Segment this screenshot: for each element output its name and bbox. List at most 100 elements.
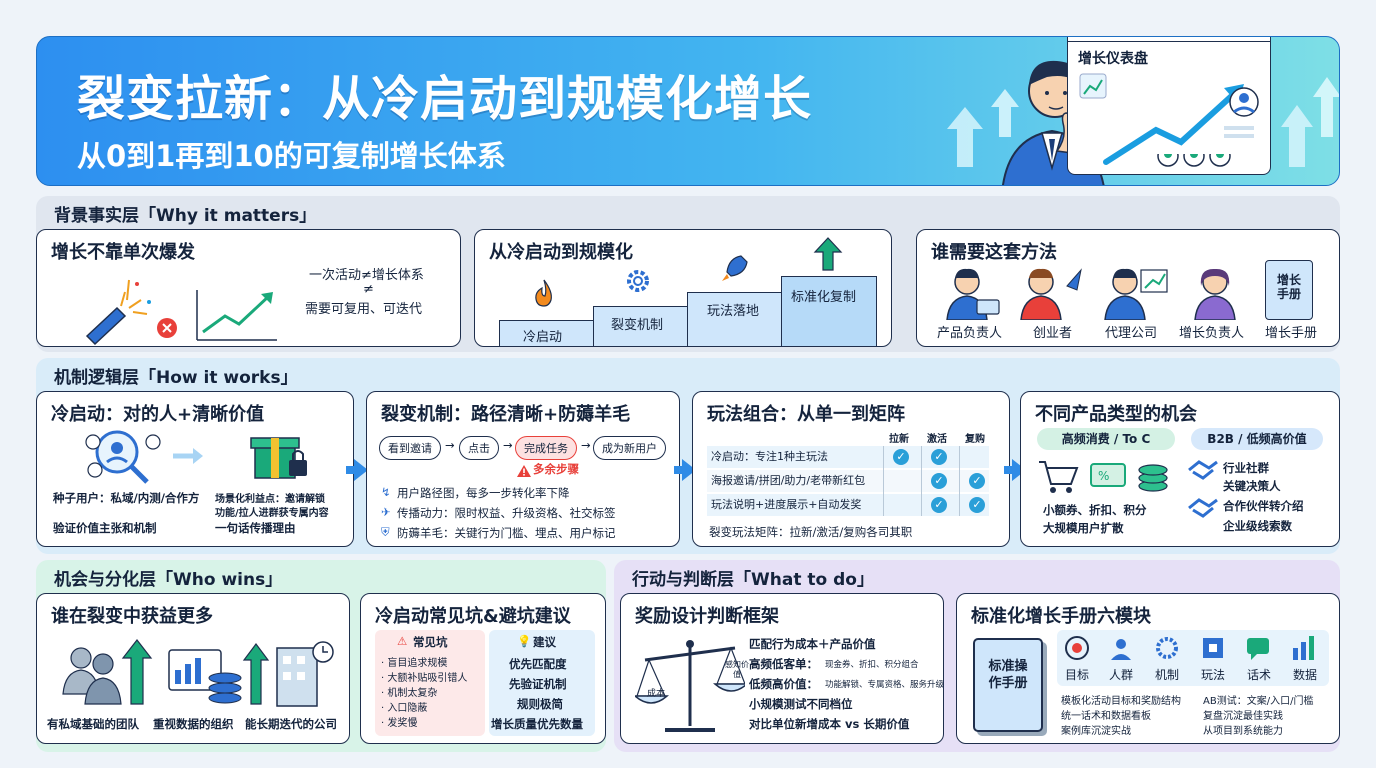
b2b-line-4: 企业级线索数 <box>1223 519 1292 533</box>
why-line-3: 需要可复用、可迭代 <box>305 302 423 317</box>
reward-line-2b: 现金券、折扣、积分组合 <box>825 660 919 670</box>
role-2: 创业者 <box>1033 326 1073 341</box>
card-cold-to-scale: 从冷启动到规模化 冷启动 裂变机制 玩法落地 标准化复制 <box>474 229 892 347</box>
step-2: 裂变机制 <box>611 318 664 333</box>
growth-lead-icon <box>1194 268 1236 320</box>
card-fission-mechanism: 裂变机制：路径清晰+防薅羊毛 看到邀请 → 点击 → 完成任务 → 成为新用户 … <box>366 391 680 547</box>
founder-icon <box>1020 268 1082 320</box>
gift-lock-icon <box>250 437 307 479</box>
playbook-book-icon: 标准操作手册 <box>973 638 1043 732</box>
beneficiaries-icon <box>62 639 334 707</box>
module-audience: 人群 <box>1109 668 1134 682</box>
why-line-1: 一次活动≠增长体系 <box>309 268 424 283</box>
growth-dashboard: 增长仪表盘 <box>1067 37 1271 175</box>
card-title: 从冷启动到规模化 <box>489 242 633 263</box>
toc-line-2: 大规模用户扩散 <box>1043 521 1124 535</box>
pit-item: · 盲目追求规模 <box>381 658 448 669</box>
card-who-needs: 谁需要这套方法 增长手册 产品负责人 创业者 代理公司 增长负责人 增长手册 <box>916 229 1340 347</box>
growth-arrows-icon <box>947 89 1019 167</box>
flow-arrow-icon <box>354 459 368 481</box>
step-4: 标准化复制 <box>791 290 857 305</box>
module-mechanism: 机制 <box>1155 668 1180 682</box>
lightbulb-icon: 💡 <box>517 634 532 648</box>
band-how-label: 机制逻辑层「How it works」 <box>54 368 298 388</box>
reward-line-4: 小规模测试不同档位 <box>749 697 853 711</box>
playbook-left-3: 案例库沉淀实战 <box>1061 726 1131 737</box>
tag-b2b: B2B / 低频高价值 <box>1191 428 1323 450</box>
dashboard-chart-icon <box>1079 73 1259 165</box>
scale-left-label: 成本 <box>647 689 666 699</box>
card-title: 谁在裂变中获益更多 <box>51 606 213 627</box>
growth-arrows-right-icon <box>1281 77 1339 167</box>
cold-validate: 验证价值主张和机制 <box>53 521 157 535</box>
benefit-label-2: 重视数据的组织 <box>153 717 234 731</box>
agency-icon <box>1104 268 1168 320</box>
reward-line-5: 对比单位新增成本 vs 长期价值 <box>749 717 910 731</box>
tip-item: 规则极简 <box>517 697 563 711</box>
module-script: 话术 <box>1247 668 1272 682</box>
step-1: 冷启动 <box>523 330 563 345</box>
module-data: 数据 <box>1293 668 1318 682</box>
role-3: 代理公司 <box>1105 326 1158 341</box>
pit-title: 常见坑 <box>413 635 448 649</box>
path-icon: ↯ <box>381 485 391 499</box>
warning-icon: ⚠ <box>397 634 408 648</box>
band-who-label: 机会与分化层「Who wins」 <box>54 570 283 590</box>
card-growth-not-burst: 增长不靠单次爆发 一次活动≠增长体系 ≠ 需要可复用、可迭代 <box>36 229 461 347</box>
reward-line-3b: 功能解锁、专属资格、服务升级 <box>825 680 944 690</box>
role-4: 增长负责人 <box>1179 326 1245 341</box>
playbook-right-1: AB测试：文案/入口/门槛 <box>1203 696 1314 707</box>
card-reward-framework: 奖励设计判断框架 成本 感知价值 匹配行为成本＋产品价值 高频低客单： 现金券、… <box>620 593 944 744</box>
magnifier-users-icon <box>85 430 203 484</box>
product-lead-icon <box>946 268 1000 320</box>
col-repurchase: 复购 <box>965 434 985 445</box>
warning-text: 多余步骤 <box>533 462 579 476</box>
fission-path: 用户路径图，每多一步转化率下降 <box>397 486 570 500</box>
reward-line-2a: 高频低客单： <box>749 657 818 671</box>
flow-step-task: 完成任务 <box>515 436 577 460</box>
card-title: 奖励设计判断框架 <box>635 606 779 627</box>
benefit-label-1: 有私域基础的团队 <box>47 717 139 731</box>
book-title: 标准操作手册 <box>988 659 1028 691</box>
gear-icon <box>627 270 649 292</box>
tip-item: 先验证机制 <box>509 677 567 691</box>
card-title: 冷启动：对的人+清晰价值 <box>51 404 265 425</box>
pit-item: · 大额补贴吸引错人 <box>381 673 468 684</box>
card-title: 不同产品类型的机会 <box>1035 404 1197 425</box>
fission-drive: 传播动力：限时权益、升级资格、社交标签 <box>397 506 616 520</box>
header-banner: 裂变拉新：从冷启动到规模化增长 从0到1再到10的可复制增长体系 增长仪表盘 <box>36 36 1340 186</box>
page-subtitle: 从0到1再到10的可复制增长体系 <box>77 139 506 173</box>
dashboard-avatars-icon <box>1157 154 1231 167</box>
shield-icon: ⛨ <box>381 525 390 539</box>
book-label: 增长手册 <box>1276 273 1301 301</box>
col-activate: 激活 <box>927 434 947 445</box>
b2b-line-1: 行业社群 <box>1223 461 1269 475</box>
check-icon: ✓ <box>931 473 947 489</box>
card-title: 标准化增长手册六模块 <box>971 606 1151 627</box>
scale-right-label: 感知价值 <box>725 660 749 679</box>
reward-line-1: 匹配行为成本＋产品价值 <box>749 637 876 651</box>
handshake-icon <box>1188 460 1218 518</box>
role-5: 增长手册 <box>1265 326 1318 341</box>
growth-manual-book-icon: 增长手册 <box>1265 260 1313 320</box>
card-product-types: 不同产品类型的机会 高频消费 / To C B2B / 低频高价值 % 小额券、… <box>1020 391 1340 547</box>
playbook-right-2: 复盘沉淀最佳实践 <box>1203 711 1283 722</box>
card-title: 裂变机制：路径清晰+防薅羊毛 <box>381 404 631 425</box>
benefit-label-3: 能长期迭代的公司 <box>245 717 337 731</box>
warning-icon <box>517 462 531 477</box>
cold-seed: 种子用户：私域/内测/合作方 <box>53 491 200 505</box>
arrow-up-icon <box>813 237 843 271</box>
svg-text:%: % <box>1098 469 1109 483</box>
check-icon: ✓ <box>893 449 909 465</box>
reward-line-3a: 低频高价值： <box>749 677 818 691</box>
fission-guard: 防薅羊毛：关键行为门槛、埋点、用户标记 <box>397 526 616 540</box>
cart-coupon-coins-icon: % <box>1039 461 1168 493</box>
tip-item: 增长质量优先数量 <box>491 717 583 731</box>
col-acquire: 拉新 <box>889 434 909 445</box>
card-title: 冷启动常见坑&避坑建议 <box>375 606 571 627</box>
band-what-label: 行动与判断层「What to do」 <box>632 570 874 590</box>
table-row: 冷启动：专注1种主玩法 <box>707 446 989 468</box>
firework-chart-icon <box>85 279 277 346</box>
dashboard-title: 增长仪表盘 <box>1078 51 1148 67</box>
page-title: 裂变拉新：从冷启动到规模化增长 <box>77 71 813 127</box>
